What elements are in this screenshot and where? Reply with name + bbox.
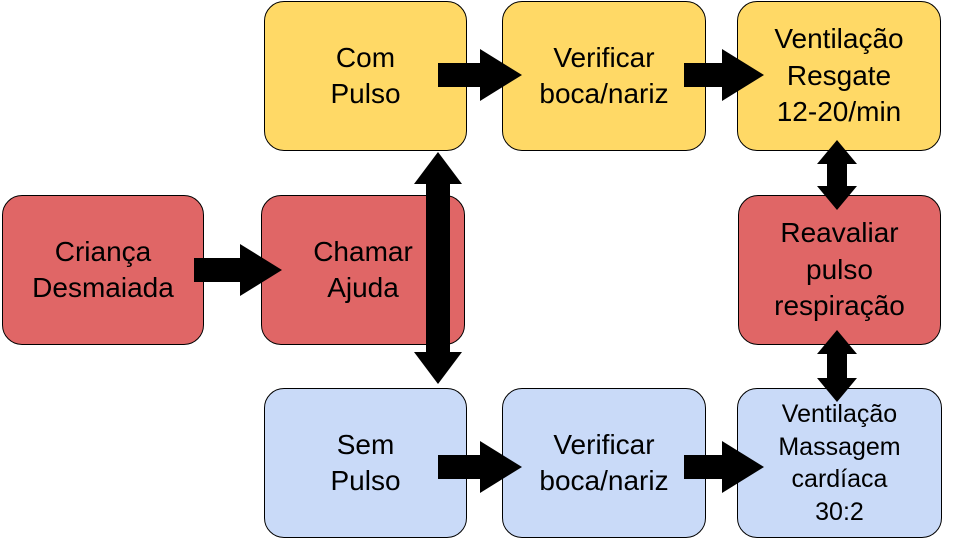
node-reavaliar: Reavaliar pulso respiração [738,195,941,345]
node-com-pulso: Com Pulso [264,1,467,151]
node-crianca-desmaiada-label: Criança Desmaiada [32,235,174,303]
node-verificar-top-label: Verificar boca/nariz [539,41,669,109]
node-sem-pulso-label: Sem Pulso [330,428,401,496]
node-ventilacao-massagem-label: Ventilação Massagem cardíaca 30:2 [778,400,901,526]
node-ventilacao-massagem: Ventilação Massagem cardíaca 30:2 [737,388,942,538]
node-crianca-desmaiada: Criança Desmaiada [2,195,204,345]
node-chamar-ajuda: Chamar Ajuda [261,195,465,345]
node-sem-pulso: Sem Pulso [264,388,467,538]
node-verificar-top: Verificar boca/nariz [502,1,706,151]
node-ventilacao-resgate: Ventilação Resgate 12-20/min [737,1,941,151]
node-ventilacao-resgate-label: Ventilação Resgate 12-20/min [774,23,904,128]
node-com-pulso-label: Com Pulso [330,41,401,109]
node-verificar-bottom: Verificar boca/nariz [502,388,706,538]
node-verificar-bottom-label: Verificar boca/nariz [539,428,669,496]
node-chamar-ajuda-label: Chamar Ajuda [313,235,413,303]
node-reavaliar-label: Reavaliar pulso respiração [774,217,905,322]
